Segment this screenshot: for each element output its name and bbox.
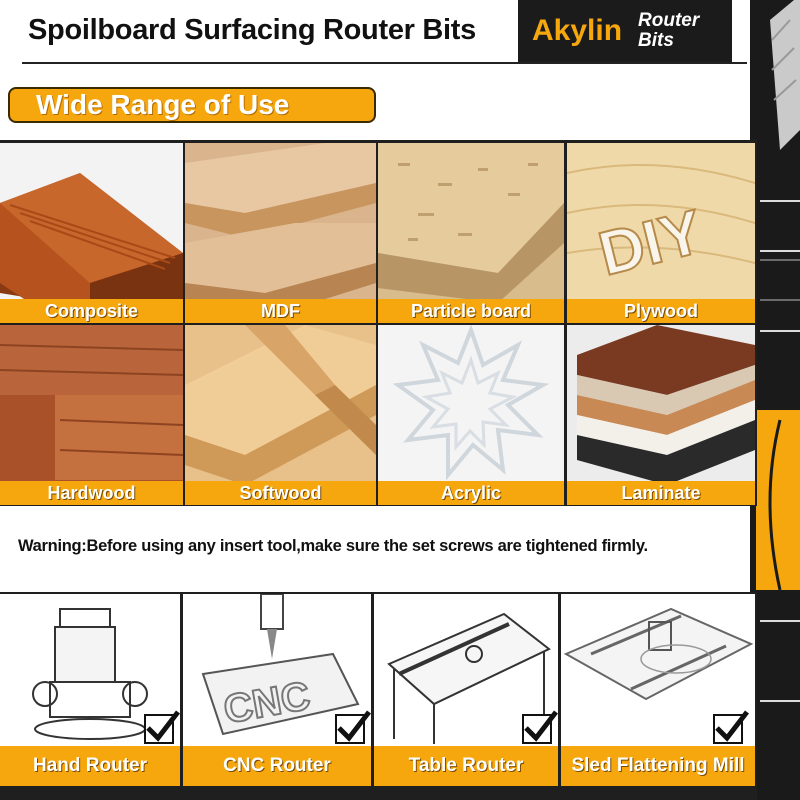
tool-label: Sled Flattening Mill [561,746,755,786]
acrylic-image [378,325,564,505]
material-label: Laminate [567,481,755,505]
composite-image [0,143,183,323]
tool-label: CNC Router [183,746,371,786]
tool-label: Hand Router [0,746,180,786]
tool-card-cnc-router: CNC CNC Router [183,594,371,786]
brand-subtitle: Router Bits [638,10,700,51]
brand-name: Akylin [532,14,623,47]
hardwood-image [0,325,183,505]
material-label: Particle board [378,299,564,323]
material-tile-acrylic: Acrylic [378,325,564,505]
warning-text: Warning:Before using any insert tool,mak… [18,537,648,555]
material-tile-particle-board: Particle board [378,143,564,323]
title-divider [22,62,747,64]
mdf-image [185,143,376,323]
tool-card-hand-router: Hand Router [0,594,180,786]
material-tile-composite: Composite [0,143,183,323]
material-tile-hardwood: Hardwood [0,325,183,505]
section-banner: Wide Range of Use [8,87,376,123]
material-tile-softwood: Softwood [185,325,376,505]
material-label: Softwood [185,481,376,505]
material-tile-mdf: MDF [185,143,376,323]
plywood-image: DIY [567,143,755,323]
tool-label: Table Router [374,746,558,786]
router-bit-icon [760,0,800,591]
table-router-icon [387,612,551,744]
laminate-image [567,325,755,505]
material-tile-laminate: Laminate [567,325,755,505]
page-title: Spoilboard Surfacing Router Bits [28,14,476,46]
tool-card-table-router: Table Router [374,594,558,786]
material-label: MDF [185,299,376,323]
router-bit-strip [750,0,800,800]
material-label: Plywood [567,299,755,323]
checkbox-icon [713,710,749,744]
tool-card-sled-flattening-mill: Sled Flattening Mill [561,594,755,786]
material-label: Hardwood [0,481,183,505]
brand-logo: Akylin Router Bits [518,0,732,62]
material-label: Acrylic [378,481,564,505]
material-tile-plywood: DIY Plywood [567,143,755,323]
softwood-image [185,325,376,505]
checkbox-icon [522,710,558,744]
hand-router-icon [32,608,148,740]
particle-board-image [378,143,564,323]
checkbox-icon [144,710,180,744]
sled-mill-icon [563,607,754,701]
checkbox-icon [335,710,371,744]
material-label: Composite [0,299,183,323]
cnc-router-icon: CNC [201,594,360,736]
